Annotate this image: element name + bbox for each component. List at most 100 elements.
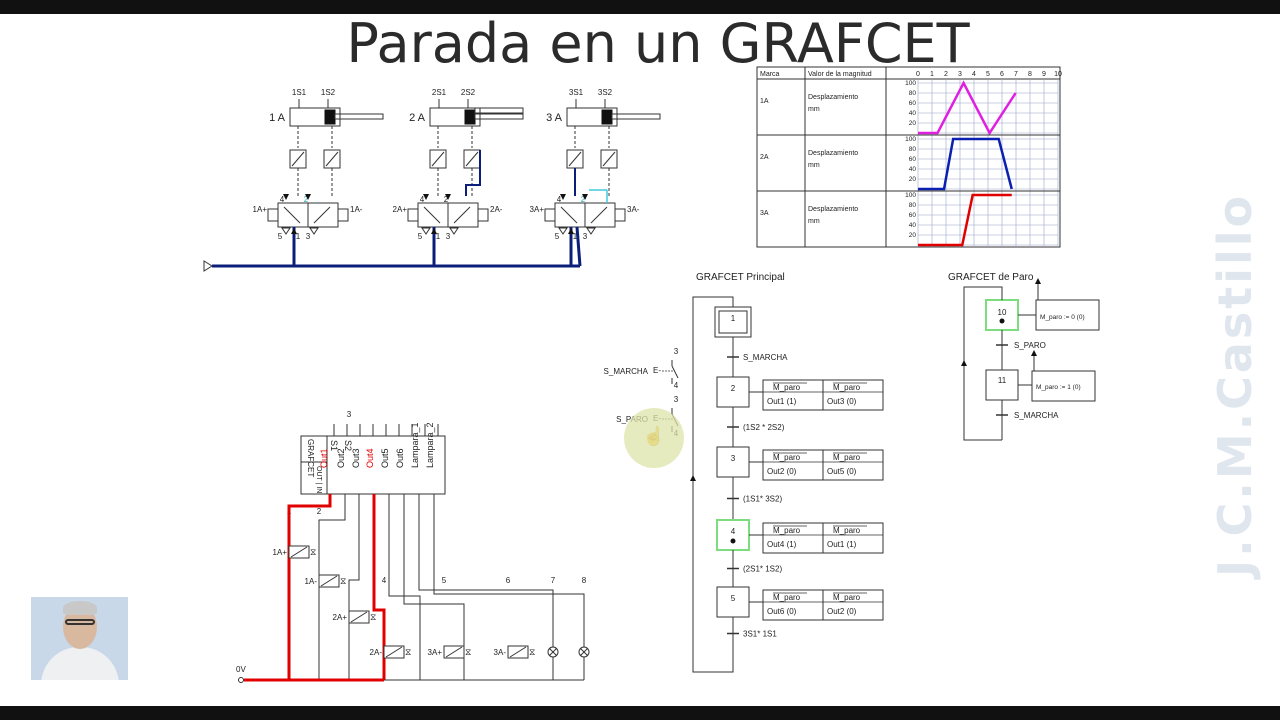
chart-row-marca: 2A	[760, 154, 769, 161]
valve-solenoid-left-icon	[544, 208, 556, 222]
air-source-icon	[203, 260, 213, 272]
plc-header: GRAFCET	[306, 439, 315, 477]
valve-arrow	[423, 206, 441, 224]
valve-arrow	[560, 206, 578, 224]
chart-time-tick: 8	[1028, 71, 1032, 78]
arrow-down-icon	[305, 194, 311, 200]
valve-diagonal	[291, 151, 305, 167]
grafcet-loop-back	[692, 296, 734, 673]
grafcet-action-box	[762, 379, 824, 411]
grafcet-action-output: Out2 (0)	[767, 467, 797, 476]
pressure-line	[465, 150, 481, 196]
ground-label: 0V	[236, 665, 246, 674]
chart-time-tick: 4	[972, 71, 976, 78]
grafcet-transition-label: S_MARCHA	[743, 353, 788, 362]
grafcet-action-condition: M_paro	[773, 383, 801, 392]
plc-input-label: S2	[343, 440, 353, 451]
chart-y-tick: 100	[905, 80, 916, 87]
chart-y-tick: 40	[909, 222, 917, 229]
grafcet-action-box	[1031, 370, 1096, 402]
port-label: 2	[444, 195, 449, 204]
sensor-label: 1S2	[321, 88, 336, 97]
wire-number: 4	[382, 576, 387, 585]
exhaust-icon	[281, 227, 291, 235]
cylinder-rod-extended	[474, 107, 524, 114]
grafcet-step-number: 2	[731, 384, 736, 393]
chart-y-tick: 40	[909, 110, 917, 117]
chart-y-tick: 60	[909, 100, 917, 107]
valve-diagonal	[465, 151, 479, 167]
plc-output-label: Out5	[380, 448, 390, 468]
wire-number: 6	[506, 576, 511, 585]
port-label: 3	[306, 232, 311, 241]
valve-diagonal	[568, 151, 582, 167]
chart-series-1A	[918, 80, 1017, 136]
grafcet-step-number: 11	[998, 376, 1007, 385]
port-label: 1	[436, 232, 441, 241]
cylinder-label-3: 3 A	[546, 112, 563, 124]
step-token-icon	[730, 538, 736, 544]
sensor-label: 3S2	[598, 88, 613, 97]
arrow-up-icon	[568, 228, 574, 234]
wire-number: 5	[442, 576, 447, 585]
grafcet-paro-step	[985, 369, 1019, 401]
chart-row-unit: mm	[808, 162, 820, 169]
grafcet-action-box	[822, 589, 884, 621]
chart-y-tick: 20	[909, 176, 917, 183]
valve-diagonal	[325, 151, 339, 167]
sensor-label: 1S1	[292, 88, 307, 97]
chart-time-tick: 9	[1042, 71, 1046, 78]
port-label: 5	[418, 232, 423, 241]
wire-lamp2	[433, 494, 585, 650]
grafcet-action-box	[822, 522, 884, 554]
chart-time-tick: 10	[1054, 71, 1062, 78]
cylinder-rod	[474, 113, 524, 120]
grafcet-transition-label: S_MARCHA	[1014, 411, 1059, 420]
grafcet-action-box	[762, 449, 824, 481]
cylinder-rod	[611, 113, 661, 120]
lamp-cross	[549, 648, 557, 656]
cylinder-body	[429, 107, 481, 127]
wire-number: 7	[551, 576, 556, 585]
bottom-frame-bar	[0, 706, 1280, 720]
grafcet-action-box	[822, 449, 884, 481]
chart-series-2A	[918, 137, 1013, 191]
grafcet-transition-label: 3S1* 1S1	[743, 630, 777, 639]
presenter-avatar	[31, 597, 128, 680]
chart-y-tick: 40	[909, 166, 917, 173]
plc-output-label: Lampara_2	[425, 422, 435, 468]
valve-label-plus: 3A+	[530, 205, 545, 214]
port-label: 5	[278, 232, 283, 241]
chart-row-unit: mm	[808, 106, 820, 113]
grafcet-action-output: Out2 (0)	[827, 607, 857, 616]
wire-out2	[318, 494, 346, 680]
chart-header-marca: Marca	[760, 71, 780, 78]
chart-frame	[756, 66, 1061, 248]
grafcet-action-output: Out6 (0)	[767, 607, 797, 616]
port-label: 3	[446, 232, 451, 241]
grafcet-action-box	[1035, 299, 1100, 331]
chart-row-label: Desplazamiento	[808, 94, 858, 101]
grafcet-transition-label: (1S1* 3S2)	[743, 495, 782, 504]
plc-output-label: Out1	[319, 448, 329, 468]
chart-y-tick: 100	[905, 192, 916, 199]
valve-position-left	[417, 202, 449, 228]
coil-label: 2A+	[333, 613, 348, 622]
arrow-up-icon	[1035, 278, 1041, 284]
sensor-label: 2S2	[461, 88, 476, 97]
grafcet-action-output: Out4 (1)	[767, 540, 797, 549]
valve-label-minus: 2A-	[490, 205, 503, 214]
valve-arrow	[313, 206, 331, 224]
switch-terminal: 4	[674, 381, 679, 390]
coil-diagonal	[320, 575, 338, 587]
grafcet-action-condition: M_paro	[773, 593, 801, 602]
wire-number: 8	[582, 576, 587, 585]
valve-diagonal	[431, 151, 445, 167]
grafcet-paro-action: M_paro := 0 (0)	[1040, 314, 1085, 321]
port-label: 4	[420, 195, 425, 204]
cylinder-label-1: 1 A	[269, 112, 286, 124]
grafcet-step-number: 10	[998, 308, 1007, 317]
valve-arrow	[453, 206, 471, 224]
chart-time-tick: 2	[944, 71, 948, 78]
grafcet-step	[716, 376, 750, 408]
